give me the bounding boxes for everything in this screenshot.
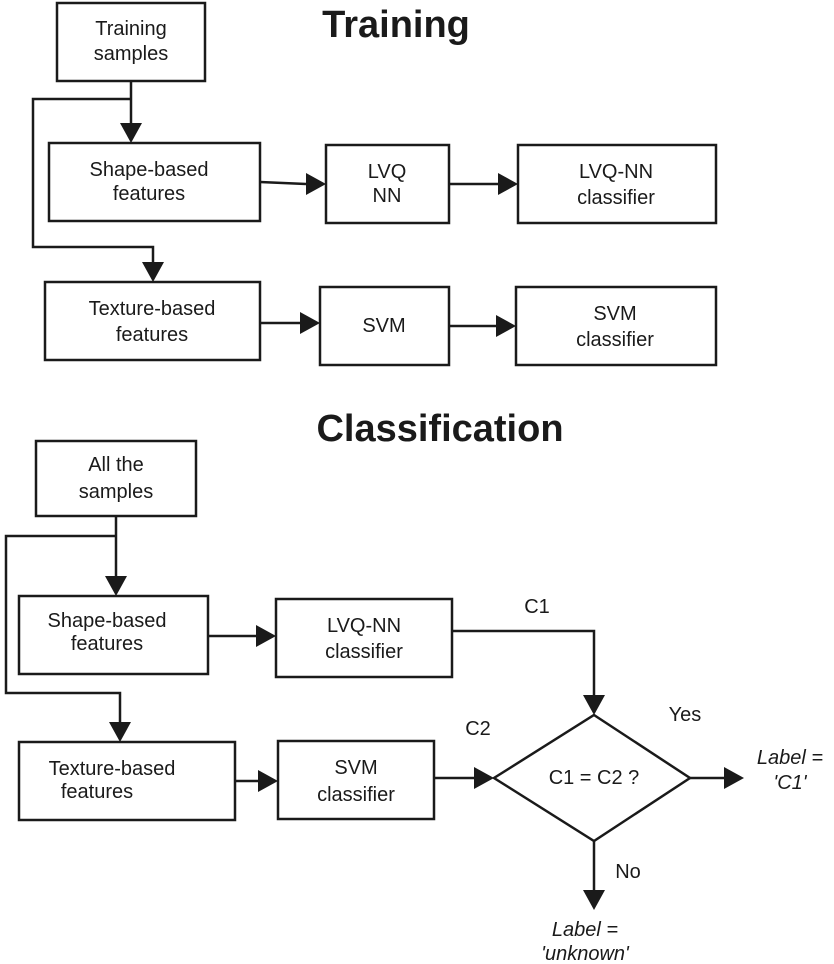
classification-svm-classifier-box: SVM classifier <box>276 739 436 821</box>
training-samples-line2: samples <box>94 43 168 65</box>
training-texture-features-box: Texture-based features <box>43 280 262 362</box>
decision-text: C1 = C2 ? <box>549 767 640 789</box>
output-label-unknown-line2: 'unknown' <box>541 943 630 964</box>
training-texture-features-line2: features <box>116 324 188 346</box>
classification-texture-features-line1: Texture-based <box>49 758 176 780</box>
training-lvq-nn-classifier-line2: classifier <box>577 187 655 209</box>
training-svm-box: SVM <box>318 285 451 367</box>
output-label-c1-line2: 'C1' <box>773 772 807 794</box>
output-label-unknown: Label = 'unknown' <box>541 919 630 964</box>
training-lvq-nn-line2: NN <box>373 185 402 207</box>
classification-lvq-nn-classifier-line2: classifier <box>325 641 403 663</box>
training-svm-line1: SVM <box>362 315 405 337</box>
output-label-unknown-line1: Label = <box>552 919 618 941</box>
training-lvq-nn-box: LVQ NN <box>324 143 451 225</box>
classification-shape-features-line1: Shape-based <box>48 610 167 632</box>
classification-svm-classifier-line1: SVM <box>334 757 377 779</box>
training-svm-classifier-line2: classifier <box>576 329 654 351</box>
classification-shape-features-box: Shape-based features <box>17 594 210 676</box>
yes-edge-label: Yes <box>669 704 702 726</box>
decision-diamond: C1 = C2 ? <box>491 713 693 843</box>
classification-title: Classification <box>316 408 563 450</box>
classification-svm-classifier-line2: classifier <box>317 784 395 806</box>
all-samples-box: All the samples <box>34 439 198 518</box>
training-svm-classifier-box: SVM classifier <box>514 285 718 367</box>
training-shape-features-line2: features <box>113 183 185 205</box>
c1-edge-label: C1 <box>524 596 550 618</box>
training-lvq-nn-classifier-box: LVQ-NN classifier <box>516 143 718 225</box>
training-connectors <box>31 81 518 337</box>
c2-edge-label: C2 <box>465 718 491 740</box>
classification-lvq-nn-classifier-line1: LVQ-NN <box>327 615 401 637</box>
no-edge-label: No <box>615 861 641 883</box>
edge-shape-to-lvq <box>259 180 307 186</box>
output-label-c1-line1: Label = <box>757 747 823 769</box>
training-lvq-nn-line1: LVQ <box>368 161 407 183</box>
all-samples-line1: All the <box>88 454 144 476</box>
training-samples-line1: Training <box>95 18 167 40</box>
edge-samples-to-texture <box>31 97 155 264</box>
training-shape-features-box: Shape-based features <box>47 141 262 223</box>
output-label-c1: Label = 'C1' <box>757 747 823 794</box>
all-samples-line2: samples <box>79 481 153 503</box>
classification-lvq-nn-classifier-box: LVQ-NN classifier <box>274 597 454 679</box>
classification-shape-features-line2: features <box>71 633 143 655</box>
training-texture-features-line1: Texture-based <box>89 298 216 320</box>
classification-connectors <box>4 516 744 910</box>
edge-lvq-classifier-to-decision <box>452 629 596 695</box>
edge-all-to-texture <box>4 534 122 722</box>
training-lvq-nn-classifier-line1: LVQ-NN <box>579 161 653 183</box>
classification-texture-features-box: Texture-based features <box>17 740 237 822</box>
training-title: Training <box>322 4 470 46</box>
training-shape-features-line1: Shape-based <box>90 159 209 181</box>
training-svm-classifier-line1: SVM <box>593 303 636 325</box>
classification-texture-features-line2: features <box>61 781 133 803</box>
training-samples-box: Training samples <box>55 1 207 83</box>
